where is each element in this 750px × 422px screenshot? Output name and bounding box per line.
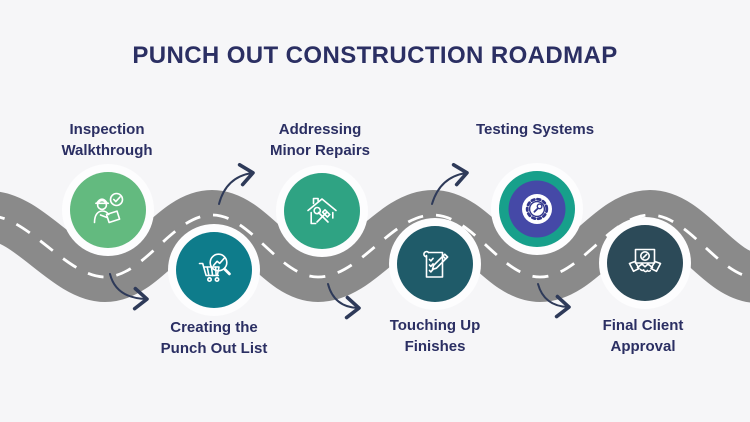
label-line: Final Client xyxy=(602,317,684,334)
stage-label-5: Testing Systems xyxy=(435,119,635,140)
label-line: Touching Up xyxy=(389,317,481,334)
stage-node-3 xyxy=(276,165,368,257)
label-line: Minor Repairs xyxy=(269,142,371,159)
label-line: Addressing xyxy=(278,121,362,138)
stage-circle-3 xyxy=(284,173,360,249)
curved-arrow-3 xyxy=(327,283,361,320)
house-tools-icon xyxy=(307,197,337,225)
stage-node-2 xyxy=(168,224,260,316)
label-line: Walkthrough xyxy=(61,142,153,159)
stage-node-1 xyxy=(62,164,154,256)
label-line: Finishes xyxy=(404,338,466,355)
stage-label-4: Touching Up Finishes xyxy=(355,315,515,357)
checklist-pencil-icon xyxy=(423,250,449,278)
stage-circle-1 xyxy=(70,172,146,248)
road-center-dashes xyxy=(0,213,750,279)
curved-arrow-4 xyxy=(431,162,469,205)
stage-node-5 xyxy=(491,163,583,255)
stage-label-6: Final Client Approval xyxy=(563,315,723,357)
inspector-walkthrough-icon xyxy=(93,192,124,224)
handshake-approval-icon xyxy=(628,248,662,273)
page-title: PUNCH OUT CONSTRUCTION ROADMAP xyxy=(132,42,618,69)
curved-arrow-5 xyxy=(537,283,571,319)
label-line: Creating the xyxy=(170,319,258,336)
stage-node-6 xyxy=(599,217,691,309)
stage-label-3: Addressing Minor Repairs xyxy=(240,119,400,161)
label-line: Punch Out List xyxy=(160,340,268,357)
label-line: Testing Systems xyxy=(475,121,595,138)
gear-wrench-icon xyxy=(525,197,549,221)
stage-label-1: Inspection Walkthrough xyxy=(27,119,187,161)
stage-node-4 xyxy=(389,218,481,310)
cart-magnifier-icon xyxy=(198,253,231,282)
curved-arrow-1 xyxy=(109,273,149,311)
label-line: Inspection xyxy=(69,121,145,138)
stage-label-2: Creating the Punch Out List xyxy=(114,317,314,359)
curved-arrow-2 xyxy=(218,162,255,205)
label-line: Approval xyxy=(610,338,676,355)
